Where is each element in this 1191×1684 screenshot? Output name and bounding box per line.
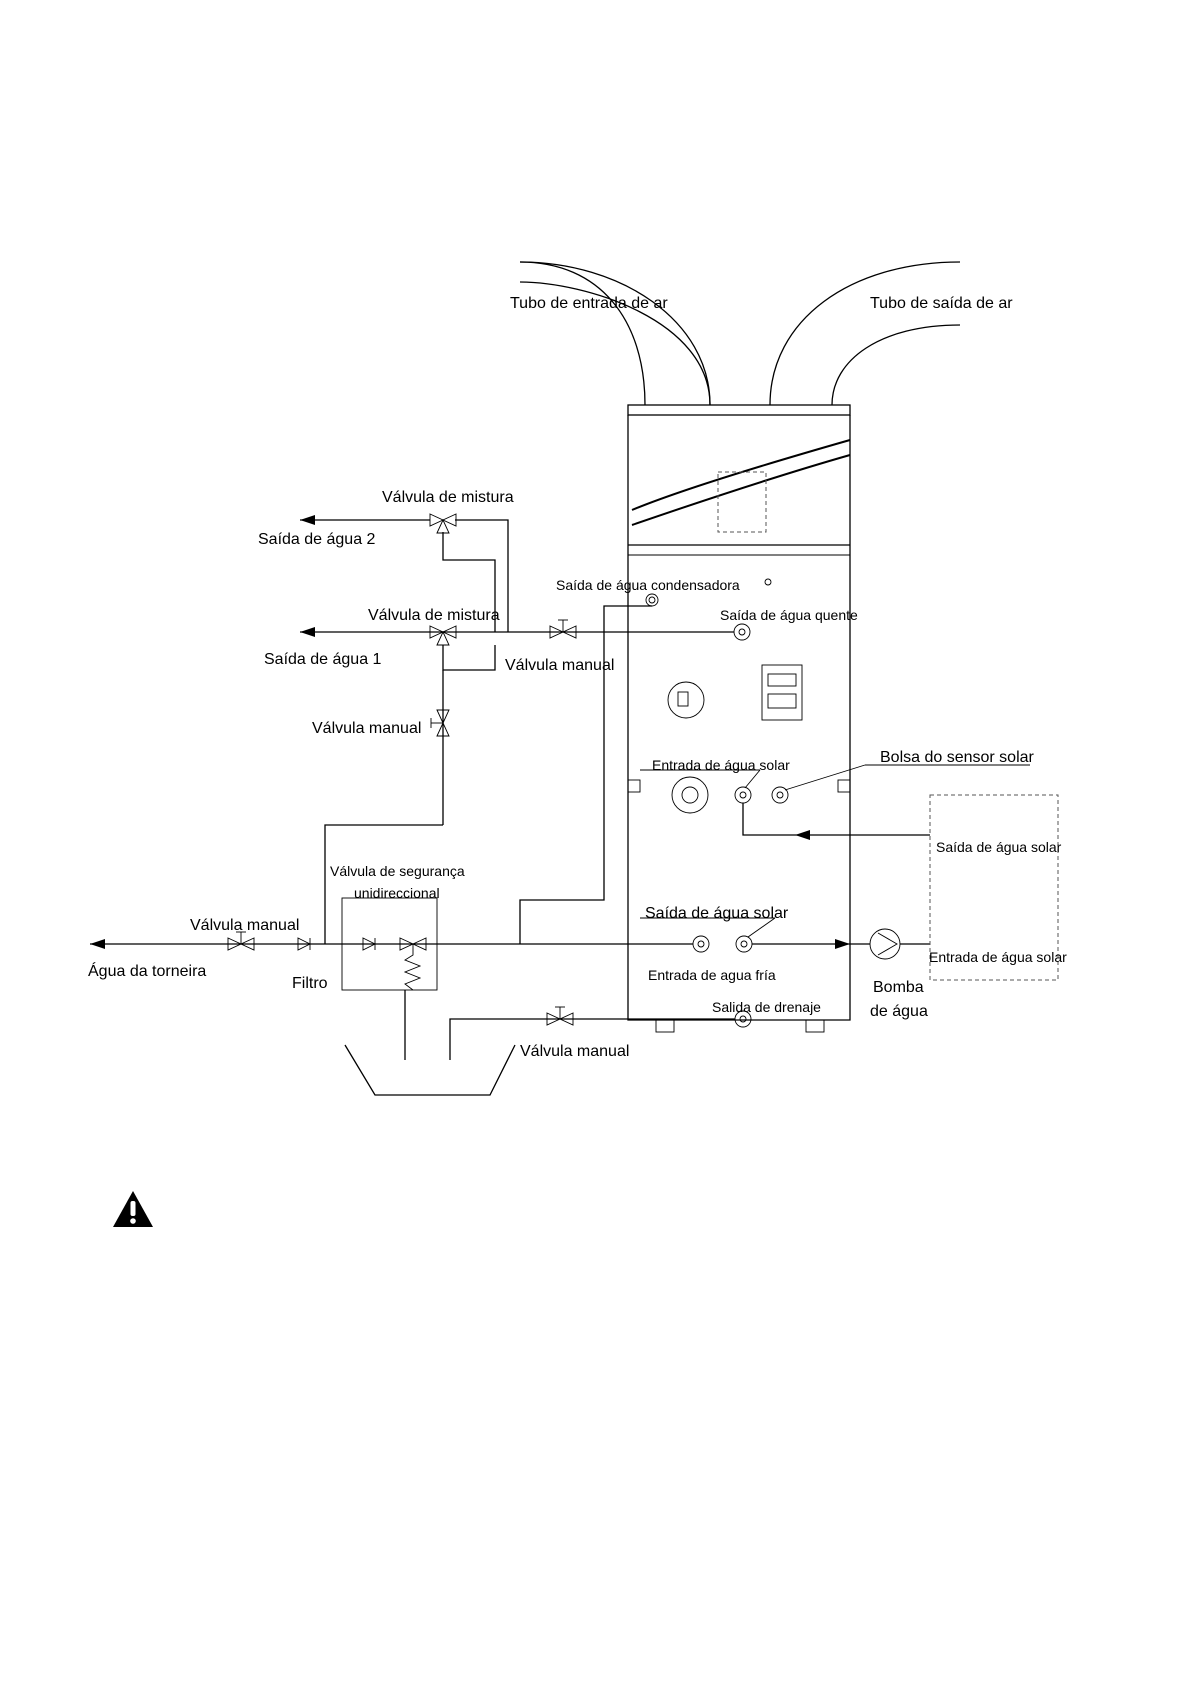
label-tap-water: Água da torneira (88, 961, 206, 980)
label-drain-outlet: Salida de drenaje (712, 999, 821, 1015)
label-safety-valve-line1: Válvula de segurança (330, 863, 465, 879)
label-water-outlet-2: Saída de água 2 (258, 531, 376, 548)
label-pump-line1: Bomba (873, 979, 924, 996)
valves (227, 513, 901, 1026)
mixing-valve-mid-icon (429, 625, 457, 646)
manual-valve-bottom-icon (546, 1006, 574, 1026)
label-solar-water-inlet: Entrada de água solar (652, 757, 790, 773)
solar-collector-box (929, 794, 1059, 981)
label-filter: Filtro (292, 975, 328, 992)
label-hot-water-outlet: Saída de água quente (720, 607, 858, 623)
manual-valve-inlet-icon (227, 931, 255, 951)
mixing-valve-top-icon (429, 513, 457, 534)
label-cold-water-inlet: Entrada de agua fría (648, 967, 776, 983)
label-pump-line2: de água (870, 1003, 928, 1020)
air-outlet-duct (769, 261, 961, 406)
label-mixing-valve-mid: Válvula de mistura (368, 607, 500, 624)
water-pump-icon (869, 928, 901, 960)
label-mixing-valve-top: Válvula de mistura (382, 489, 514, 506)
tank-body (627, 404, 851, 1033)
label-solar-sensor-pocket: Bolsa do sensor solar (880, 749, 1035, 766)
label-water-outlet-1: Saída de água 1 (264, 651, 382, 668)
arrow-out2-icon (300, 515, 315, 525)
label-condensate-outlet: Saída de água condensadora (556, 577, 740, 593)
arrow-in-icon (90, 939, 105, 949)
arrow-pump-icon (835, 939, 850, 949)
label-manual-valve-bottom: Válvula manual (520, 1043, 629, 1060)
piping (90, 519, 1030, 1096)
label-safety-valve-line2: unidireccional (354, 885, 440, 901)
label-manual-valve-left: Válvula manual (312, 720, 421, 737)
label-solar-water-outlet-mid: Saída de água solar (645, 905, 789, 922)
label-solar-water-outlet-right: Saída de água solar (936, 839, 1062, 855)
warning-triangle-icon (113, 1191, 153, 1227)
label-manual-valve-inlet: Válvula manual (190, 917, 299, 934)
fittings (645, 593, 789, 1028)
label-manual-valve-top: Válvula manual (505, 657, 614, 674)
flow-arrows (90, 515, 850, 949)
air-inlet-duct-arcs (519, 261, 711, 406)
arrow-out1-icon (300, 627, 315, 637)
filter-icon (297, 937, 312, 951)
safety-valve-icon (341, 897, 438, 991)
label-solar-water-inlet-right: Entrada de água solar (929, 949, 1067, 965)
label-air-outlet-tube: Tubo de saída de ar (870, 295, 1013, 312)
manual-valve-top-icon (549, 619, 577, 639)
arrow-solar-return-icon (795, 830, 810, 840)
air-inlet-duct (519, 261, 711, 406)
label-air-inlet-tube: Tubo de entrada de ar (510, 295, 668, 312)
manual-valve-left-icon (430, 709, 450, 737)
